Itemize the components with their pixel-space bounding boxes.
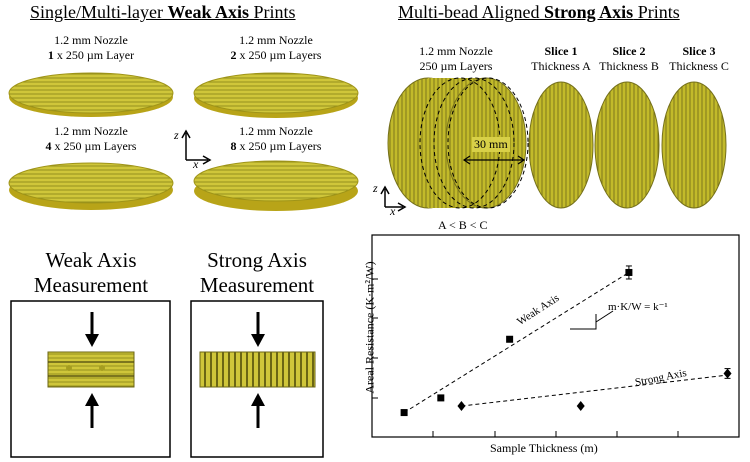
weak-axis-point xyxy=(625,268,633,276)
weak-measurement-box xyxy=(10,300,171,458)
weak-print-disc-1 xyxy=(8,72,174,117)
diameter-label: 30 mm xyxy=(472,137,510,152)
chart-y-axis-label: Areal Resistance (K·m²/W) xyxy=(362,261,377,394)
weak-axis-point xyxy=(437,394,445,402)
strong-slice-2 xyxy=(594,81,660,209)
weak-axis-x-label: x xyxy=(193,157,199,171)
weak-axis-point xyxy=(400,409,408,417)
strong-axis-z-label: z xyxy=(373,181,378,195)
weak-axes-glyph xyxy=(181,129,212,165)
strong-axis-point xyxy=(457,401,466,412)
strong-axis-point xyxy=(576,401,585,412)
weak-axis-z-label: z xyxy=(174,128,179,142)
slope-triangle xyxy=(570,310,614,330)
chart-slope-label: m·K/W = k⁻¹ xyxy=(608,301,668,313)
strong-axes-glyph xyxy=(380,185,407,212)
chart-frame xyxy=(371,234,740,438)
strong-slice-1 xyxy=(528,81,594,209)
thickness-order-label: A < B < C xyxy=(438,218,488,232)
weak-print-disc-2 xyxy=(193,72,359,118)
weak-print-disc-4 xyxy=(193,160,359,211)
weak-axis-point xyxy=(506,335,514,343)
strong-axis-x-label: x xyxy=(390,204,396,218)
weak-axis-heading: Single/Multi-layer Weak Axis Prints xyxy=(30,2,296,22)
fit-line-weak-axis xyxy=(403,272,630,413)
chart-plot-area xyxy=(400,265,732,417)
weak-print-disc-3 xyxy=(8,162,174,210)
strong-measurement-box xyxy=(190,300,324,458)
strong-axis-heading: Multi-bead Aligned Strong Axis Prints xyxy=(398,2,680,22)
strong-axis-point xyxy=(723,368,732,379)
chart-x-axis-label: Sample Thickness (m) xyxy=(490,441,598,455)
fit-line-strong-axis xyxy=(461,374,728,407)
strong-slice-3 xyxy=(661,81,727,209)
